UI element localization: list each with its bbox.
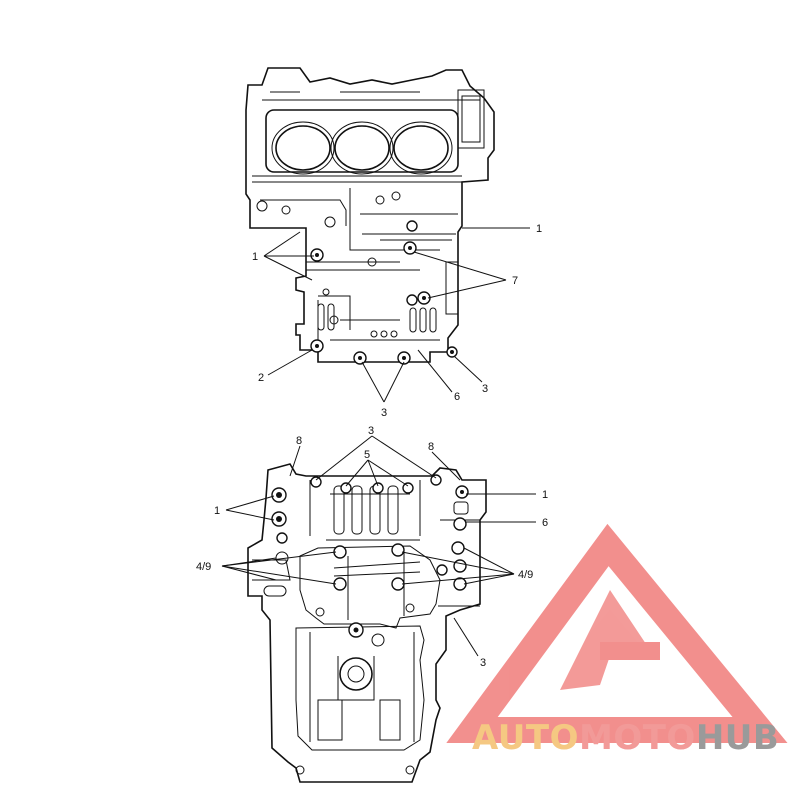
wordmark-hub: HUB — [695, 718, 780, 758]
wordmark-moto: MOTO — [578, 718, 696, 758]
wordmark-auto: AUTO — [472, 718, 579, 758]
callout-1-lower-right: 1 — [542, 489, 548, 501]
callout-2-upper: 2 — [258, 372, 264, 384]
callout-4-9-lower-right: 4/9 — [518, 569, 533, 581]
automotohub-wordmark: AUTOMOTOHUB — [472, 718, 779, 758]
callout-6-lower: 6 — [542, 517, 548, 529]
callout-6-upper: 6 — [454, 391, 460, 403]
lower-crankcase-view: 8 3 8 5 1 1 6 4/9 4/9 3 — [196, 425, 548, 783]
callout-1-upper-left: 1 — [252, 251, 258, 263]
callout-3-lower-right: 3 — [480, 657, 486, 669]
callout-4-9-lower-left: 4/9 — [196, 561, 211, 573]
callout-1-upper-right: 1 — [536, 223, 542, 235]
callout-7-upper: 7 — [512, 275, 518, 287]
callout-8-lower-left: 8 — [296, 435, 302, 447]
callout-3-upper-right: 3 — [482, 383, 488, 395]
callout-1-lower-left: 1 — [214, 505, 220, 517]
callout-8-lower-right: 8 — [428, 441, 434, 453]
upper-crankcase-view: 1 1 7 2 3 3 6 — [245, 67, 542, 419]
callout-3-lower-top: 3 — [368, 425, 374, 437]
automotohub-logo — [446, 523, 788, 743]
callout-5-lower: 5 — [364, 449, 370, 461]
callout-3-upper-bottom: 3 — [381, 407, 387, 419]
